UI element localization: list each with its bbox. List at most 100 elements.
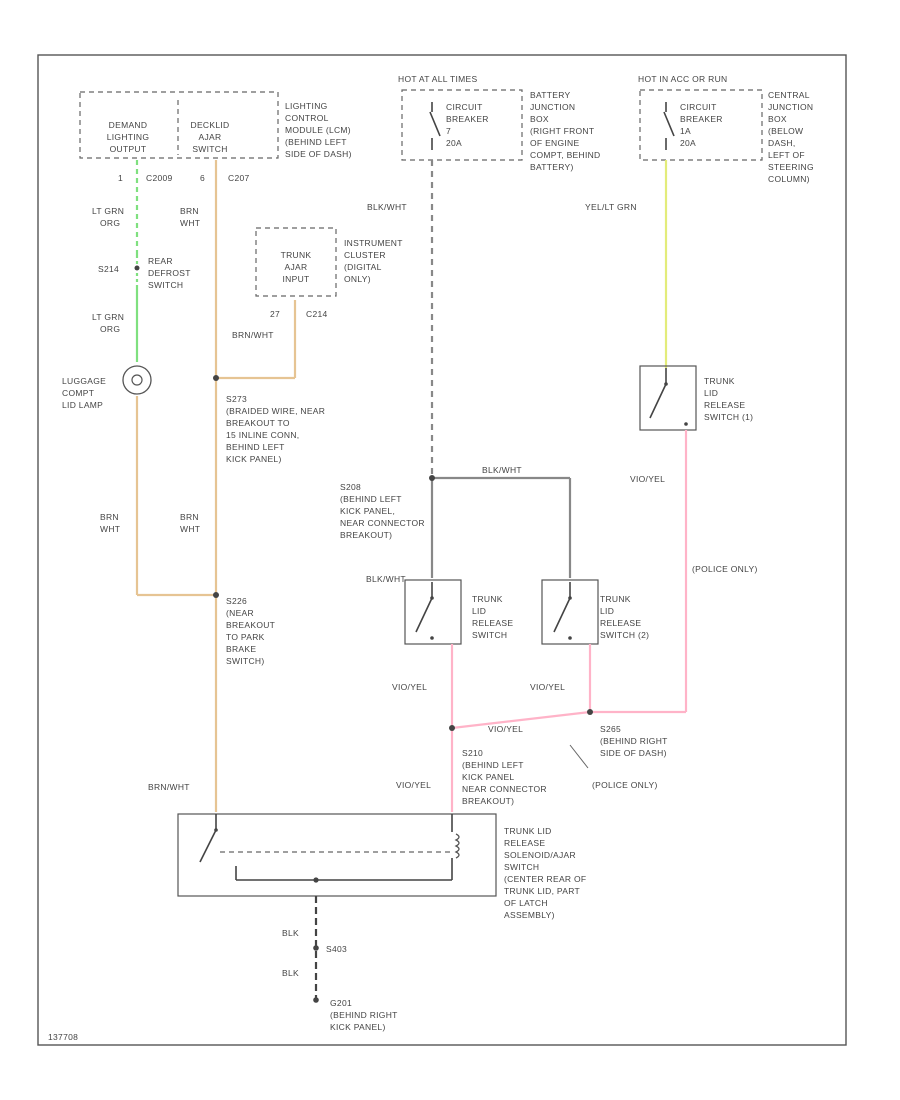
luggage-lamp-label: LUGGAGE COMPT LID LAMP: [62, 376, 106, 410]
wire-label-blk-wht-3: BLK/WHT: [366, 574, 406, 584]
svg-text:JUNCTION: JUNCTION: [530, 102, 575, 112]
svg-text:(BEHIND LEFT: (BEHIND LEFT: [462, 760, 524, 770]
c207-pin: 6: [200, 173, 205, 183]
switch-2-label: TRUNK LID RELEASE SWITCH (2): [600, 594, 649, 640]
wire-label-brn-wht-3b: WHT: [180, 524, 200, 534]
s226-label: S226 (NEAR BREAKOUT TO PARK BRAKE SWITCH…: [226, 596, 275, 666]
lcm-cell-1-line-3: OUTPUT: [110, 144, 147, 154]
c207-label: C207: [228, 173, 250, 183]
trunk-lid-release-solenoid: [177, 813, 497, 897]
svg-text:CIRCUIT: CIRCUIT: [446, 102, 483, 112]
wire-label-brn-wht-inline-1: BRN/WHT: [232, 330, 274, 340]
svg-text:BREAKOUT): BREAKOUT): [462, 796, 514, 806]
hot-in-acc-label: HOT IN ACC OR RUN: [638, 74, 727, 84]
s214-label: S214: [98, 264, 119, 274]
svg-text:BREAKER: BREAKER: [446, 114, 489, 124]
svg-text:BEHIND LEFT: BEHIND LEFT: [226, 442, 285, 452]
svg-text:CIRCUIT: CIRCUIT: [680, 102, 717, 112]
svg-text:(RIGHT FRONT: (RIGHT FRONT: [530, 126, 594, 136]
lcm-cell-1-line-2: LIGHTING: [107, 132, 150, 142]
svg-text:BREAKOUT): BREAKOUT): [340, 530, 392, 540]
svg-text:(BELOW: (BELOW: [768, 126, 803, 136]
battery-junction-box: [401, 89, 523, 161]
solenoid-note: TRUNK LID RELEASE SOLENOID/AJAR SWITCH (…: [504, 826, 586, 920]
svg-text:BREAKOUT TO: BREAKOUT TO: [226, 418, 290, 428]
s210-label: S210 (BEHIND LEFT KICK PANEL NEAR CONNEC…: [462, 748, 547, 806]
wire-label-blk-2: BLK: [282, 968, 299, 978]
svg-text:ONLY): ONLY): [344, 274, 371, 284]
luggage-lamp-icon: [122, 365, 152, 395]
svg-text:KICK PANEL: KICK PANEL: [462, 772, 514, 782]
svg-text:SWITCH: SWITCH: [472, 630, 507, 640]
s208-label: S208 (BEHIND LEFT KICK PANEL, NEAR CONNE…: [340, 482, 425, 540]
svg-text:7: 7: [446, 126, 451, 136]
svg-text:BREAKOUT: BREAKOUT: [226, 620, 275, 630]
s265-pointer: [569, 744, 589, 769]
svg-text:20A: 20A: [446, 138, 462, 148]
svg-text:RELEASE: RELEASE: [600, 618, 641, 628]
svg-text:NEAR CONNECTOR: NEAR CONNECTOR: [340, 518, 425, 528]
svg-text:KICK PANEL): KICK PANEL): [226, 454, 282, 464]
svg-text:JUNCTION: JUNCTION: [768, 102, 813, 112]
wire-label-blk-wht-1: BLK/WHT: [367, 202, 407, 212]
svg-text:(BEHIND LEFT: (BEHIND LEFT: [340, 494, 402, 504]
police-only-label-1: (POLICE ONLY): [692, 564, 758, 574]
svg-text:TO PARK: TO PARK: [226, 632, 265, 642]
svg-text:(NEAR: (NEAR: [226, 608, 254, 618]
svg-text:LUGGAGE: LUGGAGE: [62, 376, 106, 386]
svg-text:SWITCH (1): SWITCH (1): [704, 412, 753, 422]
svg-text:SWITCH: SWITCH: [148, 280, 183, 290]
s265-label: S265 (BEHIND RIGHT SIDE OF DASH): [600, 724, 667, 758]
svg-text:REAR: REAR: [148, 256, 173, 266]
trunk-lid-release-switch-2: [541, 579, 599, 645]
svg-text:S208: S208: [340, 482, 361, 492]
g201-note-2: KICK PANEL): [330, 1022, 386, 1032]
svg-text:COMPT, BEHIND: COMPT, BEHIND: [530, 150, 601, 160]
svg-text:INSTRUMENT: INSTRUMENT: [344, 238, 403, 248]
rear-defrost-label: REAR DEFROST SWITCH: [148, 256, 191, 290]
circuit-breaker-1a-icon: [663, 102, 675, 150]
svg-text:(CENTER REAR OF: (CENTER REAR OF: [504, 874, 586, 884]
s273-label: S273 (BRAIDED WIRE, NEAR BREAKOUT TO 15 …: [226, 394, 325, 464]
wire-label-brn-wht-2a: BRN: [100, 512, 119, 522]
wire-label-lt-grn-org-1b: ORG: [100, 218, 120, 228]
svg-text:ASSEMBLY): ASSEMBLY): [504, 910, 555, 920]
wire-label-lt-grn-org-2b: ORG: [100, 324, 120, 334]
switch-main-icon: [415, 582, 434, 640]
lcm-cell-2-line-2: AJAR: [199, 132, 222, 142]
svg-text:LID: LID: [704, 388, 718, 398]
switch-1-icon: [649, 368, 688, 426]
svg-text:KICK PANEL,: KICK PANEL,: [340, 506, 395, 516]
g201-label: G201: [330, 998, 352, 1008]
svg-text:BREAKER: BREAKER: [680, 114, 723, 124]
lighting-control-module: [79, 91, 279, 159]
svg-text:RELEASE: RELEASE: [472, 618, 513, 628]
svg-text:TRUNK: TRUNK: [600, 594, 631, 604]
svg-text:TRUNK LID: TRUNK LID: [504, 826, 552, 836]
svg-text:LID: LID: [472, 606, 486, 616]
svg-text:BOX: BOX: [768, 114, 787, 124]
wire-label-vio-yel-5: VIO/YEL: [396, 780, 431, 790]
wire-label-brn-wht-3a: BRN: [180, 512, 199, 522]
svg-text:LEFT OF: LEFT OF: [768, 150, 805, 160]
svg-text:RELEASE: RELEASE: [704, 400, 745, 410]
svg-text:LID: LID: [600, 606, 614, 616]
g201-note-1: (BEHIND RIGHT: [330, 1010, 398, 1020]
svg-text:COLUMN): COLUMN): [768, 174, 810, 184]
c214-label: C214: [306, 309, 328, 319]
svg-text:CONTROL: CONTROL: [285, 113, 329, 123]
switch-2-icon: [553, 582, 572, 640]
c214-pin: 27: [270, 309, 280, 319]
c2009-label: C2009: [146, 173, 173, 183]
svg-text:S210: S210: [462, 748, 483, 758]
svg-text:DEFROST: DEFROST: [148, 268, 191, 278]
svg-text:MODULE (LCM): MODULE (LCM): [285, 125, 351, 135]
bjb-note: BATTERY JUNCTION BOX (RIGHT FRONT OF ENG…: [530, 90, 601, 172]
trunk-lid-release-switch: [404, 579, 462, 645]
trunk-lid-release-switch-1: [639, 365, 697, 431]
svg-text:AJAR: AJAR: [285, 262, 308, 272]
svg-text:15 INLINE CONN,: 15 INLINE CONN,: [226, 430, 299, 440]
svg-text:BRAKE: BRAKE: [226, 644, 256, 654]
svg-text:OF LATCH: OF LATCH: [504, 898, 548, 908]
